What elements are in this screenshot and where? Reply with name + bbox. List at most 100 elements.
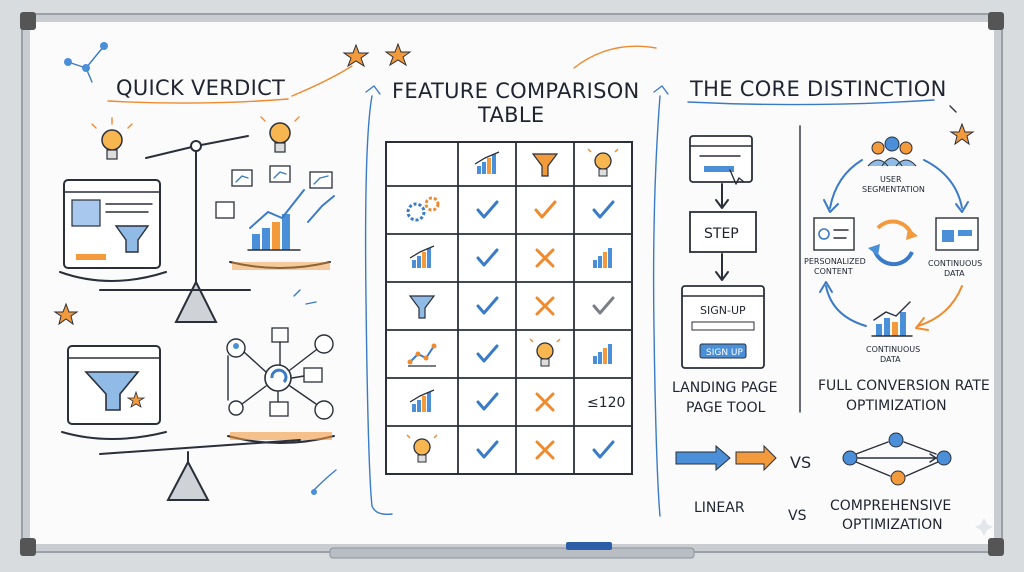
feature-comparison-title: FEATURE COMPARISON — [392, 79, 640, 103]
trend-line — [474, 151, 500, 165]
corner-cap-br — [988, 538, 1004, 556]
lightbulb-icon — [413, 438, 431, 456]
bar-chart-icon — [422, 396, 426, 412]
data-point — [423, 355, 429, 361]
gears-icon — [406, 202, 426, 222]
quick-verdict-title: QUICK VERDICT — [116, 76, 285, 100]
ray — [556, 338, 561, 343]
table-text-cell: ≤120 — [587, 395, 625, 411]
node-top-line1: USER — [880, 175, 902, 184]
comprehensive-line2: OPTIMIZATION — [842, 517, 943, 533]
ray — [529, 338, 534, 343]
landing-caption-line1: LANDING PAGE — [672, 380, 777, 396]
core-distinction-title: THE CORE DISTINCTION — [689, 77, 947, 101]
bar-chart-icon — [417, 256, 421, 268]
section-divider — [652, 95, 661, 517]
comprehensive-line1: COMPREHENSIVE — [830, 498, 951, 514]
cross-icon — [535, 248, 555, 268]
bar-chart-icon — [252, 234, 260, 250]
lightbulb-icon — [260, 116, 300, 153]
data-point — [415, 351, 421, 357]
orange-arrow-icon — [735, 444, 777, 472]
table-border — [385, 141, 633, 475]
bar-chart-icon — [492, 154, 496, 174]
checkmark-icon — [476, 392, 499, 411]
star-icon — [126, 390, 146, 408]
lightbulb-base — [540, 358, 550, 367]
bar-chart-icon — [593, 356, 597, 364]
trend-line — [409, 245, 435, 259]
star-icon — [342, 43, 370, 68]
bar-chart-icon — [422, 252, 426, 268]
trend-line — [409, 389, 435, 403]
star-icon — [53, 302, 79, 326]
data-point — [431, 343, 437, 349]
gear-node-icon — [228, 400, 244, 416]
feature-comparison-title-line2: TABLE — [477, 103, 544, 127]
cross-icon — [535, 296, 555, 316]
funnel-icon — [114, 225, 150, 253]
bar-chart-icon — [598, 352, 602, 364]
ray — [587, 148, 592, 153]
landing-page-flow: STEP SIGN-UP SIGN UP LANDING PAGE PAGE T… — [672, 135, 777, 416]
profile-card-icon — [813, 217, 855, 251]
step-box — [689, 211, 757, 253]
marker-tray — [329, 547, 695, 559]
node-right-line2: DATA — [944, 269, 965, 278]
scale-top — [59, 116, 335, 323]
bar-chart-icon — [427, 392, 431, 412]
bar-chart-icon — [598, 256, 602, 268]
bar-chart-icon — [603, 252, 607, 268]
sparkle-icon — [975, 518, 993, 536]
cross-icon — [535, 440, 555, 460]
signup-button[interactable] — [699, 343, 747, 359]
section-divider — [364, 95, 393, 516]
comparison-table: ≤120 — [385, 141, 633, 475]
blue-marker[interactable] — [566, 542, 612, 550]
ray — [433, 434, 438, 439]
network-hub — [226, 327, 334, 420]
landing-caption-line2: PAGE TOOL — [686, 400, 766, 416]
lightbulb-icon — [594, 152, 612, 170]
bar-chart-icon — [417, 400, 421, 412]
bar-chart-icon — [608, 248, 612, 268]
line-chart-icon — [409, 345, 435, 363]
browser-window-icon — [689, 135, 753, 183]
bar-chart-icon — [477, 166, 481, 174]
checkmark-icon — [592, 440, 615, 459]
star-icon — [949, 122, 975, 146]
signup-label: SIGN-UP — [700, 304, 746, 317]
node-left-line2: CONTENT — [814, 267, 853, 276]
bar-chart-icon — [608, 344, 612, 364]
bar-chart-icon — [412, 260, 416, 268]
chart-node-icon — [314, 334, 334, 354]
bar-chart-icon — [593, 260, 597, 268]
checkmark-icon — [476, 344, 499, 363]
step-label: STEP — [704, 226, 739, 242]
node-top-line2: SEGMENTATION — [862, 185, 925, 194]
lightbulb-base — [417, 454, 427, 463]
bar-chart-icon — [603, 348, 607, 364]
signup-button-label: SIGN UP — [706, 348, 744, 358]
node-right-line1: CONTINUOUS — [928, 259, 982, 268]
lightbulb-icon — [91, 117, 133, 160]
cro-caption-line1: FULL CONVERSION RATE — [818, 378, 990, 394]
checkmark-icon — [476, 248, 499, 267]
corner-cap-bl — [20, 538, 36, 556]
ray — [406, 434, 411, 439]
node-left-line1: PERSONALIZED — [804, 257, 866, 266]
checkmark-icon — [534, 200, 557, 219]
data-point — [407, 359, 413, 365]
cro-caption-line2: OPTIMIZATION — [846, 398, 947, 414]
bar-chart-icon — [871, 301, 913, 337]
scale-bottom — [61, 327, 335, 501]
vs-bottom: VS — [788, 508, 807, 524]
gears-icon — [424, 196, 440, 212]
checkmark-icon — [476, 296, 499, 315]
charts-cluster — [215, 165, 335, 251]
funnel-icon — [408, 295, 436, 319]
lightbulb-base — [598, 168, 608, 177]
funnel-icon — [531, 153, 559, 177]
funnel-icon — [84, 371, 140, 411]
